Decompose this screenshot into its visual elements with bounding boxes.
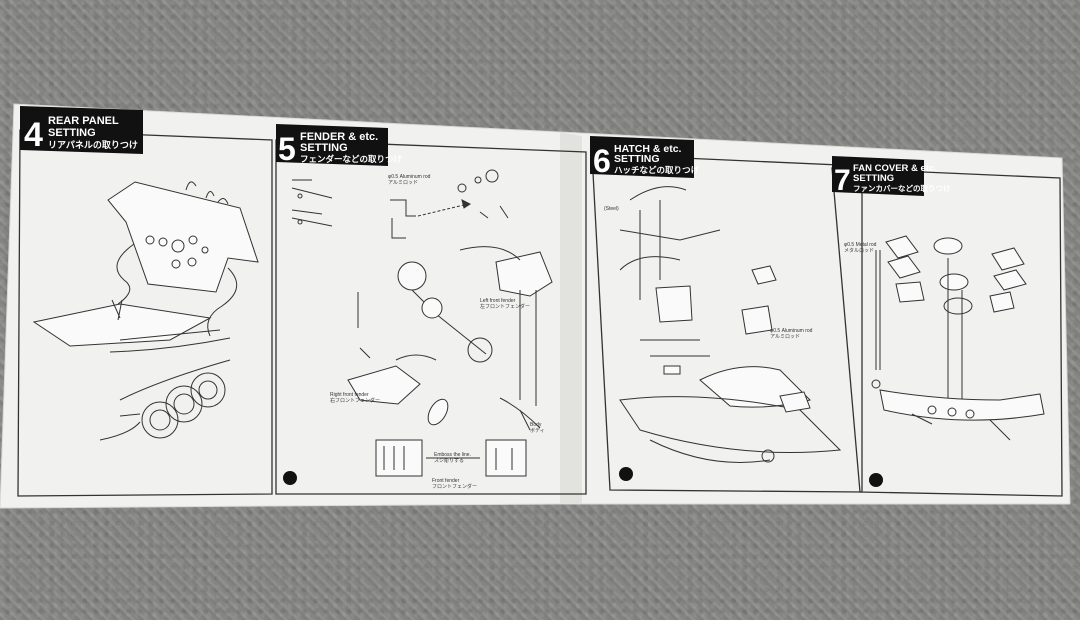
callout-right-front-fender-jp: 右フロントフェンダー <box>330 397 380 404</box>
panel-frame-7 <box>831 167 1063 497</box>
step-6-diagram <box>619 186 842 463</box>
step-6-title-line1: HATCH & etc. <box>614 143 682 155</box>
step-5-title-line1: FENDER & etc. <box>300 131 378 143</box>
callout-front-fender: Front fender <box>432 478 460 484</box>
step-7-number: 7 <box>834 164 851 197</box>
panel-frame-5 <box>275 139 587 495</box>
step-4-diagram <box>32 181 259 441</box>
step-4-title-jp: リアパネルの取りつけ <box>48 139 138 151</box>
step-6-title-jp: ハッチなどの取りつけ <box>614 165 700 176</box>
callout-aluminum-rod: φ0.5 Aluminum rod <box>388 174 431 180</box>
step-6-callouts: (Steel) φ0.5 Aluminum rod アルミロッド <box>604 206 813 340</box>
step-4-title-line1: REAR PANEL <box>48 115 119 127</box>
step-7-title-line2: SETTING <box>853 173 894 184</box>
callout-aluminum-rod-2: φ0.5 Aluminum rod <box>770 328 813 334</box>
step-7-header-box <box>832 156 924 196</box>
callout-aluminum-rod-2-jp: アルミロッド <box>770 334 800 340</box>
step-6-title-line2: SETTING <box>614 153 660 165</box>
callout-metal-rod: φ0.5 Metal rod <box>844 242 877 248</box>
page-marker-dot-center <box>619 467 633 481</box>
step-6-header: 6 HATCH & etc. SETTING ハッチなどの取りつけ <box>593 143 700 179</box>
step-5-diagram <box>291 169 553 477</box>
callout-metal-rod-jp: メタルロッド <box>844 247 874 254</box>
step-5-callouts: φ0.5 Aluminum rod アルミロッド Left front fend… <box>330 174 545 490</box>
step-7-title-line1: FAN COVER & etc. <box>853 163 937 174</box>
step-7-title-jp: ファンカバーなどの取りつけ <box>853 183 951 193</box>
callout-left-front-fender-jp: 左フロントフェンダー <box>480 303 530 310</box>
callout-body: Body <box>530 422 542 428</box>
step-7-callouts: φ0.5 Metal rod メタルロッド <box>844 242 877 254</box>
callout-steel: (Steel) <box>604 206 619 212</box>
step-4-title-line2: SETTING <box>48 127 96 139</box>
step-7-diagram <box>871 235 1045 441</box>
step-4-header-box <box>20 106 143 154</box>
step-4-header: 4 REAR PANEL SETTING リアパネルの取りつけ <box>24 115 138 154</box>
panel-frame-4 <box>17 129 273 497</box>
callout-body-jp: ボディ <box>530 427 545 434</box>
callout-left-front-fender: Left front fender <box>480 298 516 304</box>
step-5-header: 5 FENDER & etc. SETTING フェンダーなどの取りつけ <box>278 131 403 167</box>
paper-fold-shadow <box>560 132 582 504</box>
page-marker-dot-left <box>283 471 297 485</box>
step-6-number: 6 <box>593 143 611 179</box>
step-7-header: 7 FAN COVER & etc. SETTING ファンカバーなどの取りつけ <box>834 163 951 197</box>
step-5-title-line2: SETTING <box>300 142 348 154</box>
callout-emboss: Emboss the line. <box>434 452 471 458</box>
step-5-header-box <box>276 124 388 166</box>
step-5-title-jp: フェンダーなどの取りつけ <box>300 154 403 165</box>
step-4-number: 4 <box>24 116 43 154</box>
callout-aluminum-rod-jp: アルミロッド <box>388 180 418 186</box>
callout-front-fender-jp: フロントフェンダー <box>432 483 477 490</box>
rear-panel-plate <box>107 181 259 293</box>
step-6-header-box <box>590 136 694 178</box>
step-5-number: 5 <box>278 131 296 167</box>
callout-emboss-jp: スジ彫りする <box>434 457 464 464</box>
page-marker-dot-right <box>869 473 883 487</box>
callout-right-front-fender: Right front fender <box>330 392 369 398</box>
